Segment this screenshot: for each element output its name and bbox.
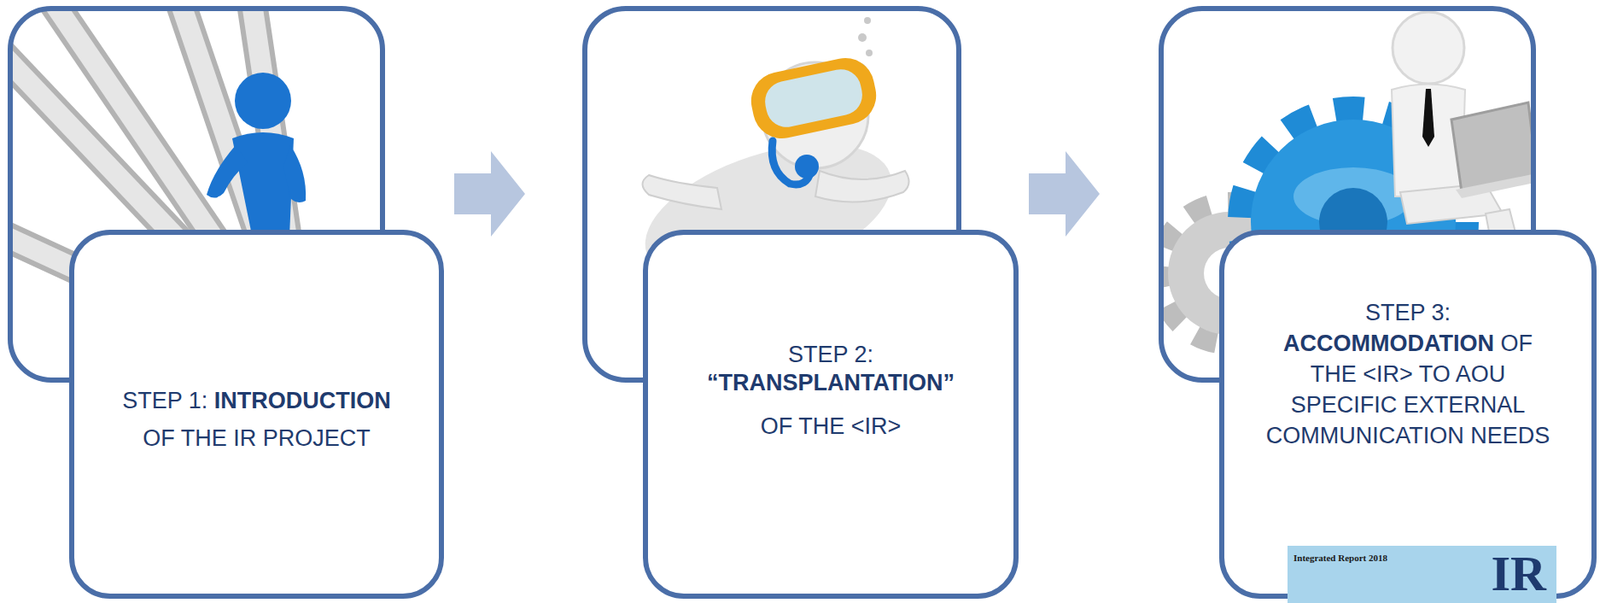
text-line: “TRANSPLANTATION” — [648, 368, 1014, 398]
text-line: THE <IR> TO AOU — [1224, 358, 1592, 390]
text-line: STEP 2: — [648, 340, 1014, 369]
blue-figure-part — [283, 145, 306, 203]
text-line: SPECIFIC EXTERNAL — [1224, 389, 1592, 421]
emphasis: “TRANSPLANTATION” — [706, 369, 955, 396]
diver-arm — [642, 175, 723, 210]
step-box: STEP 2: “TRANSPLANTATION” OF THE <IR> — [642, 229, 1019, 599]
diver-arm — [815, 170, 910, 202]
text-line: COMMUNICATION NEEDS — [1224, 420, 1592, 451]
text-line: ACCOMMODATION OF — [1224, 327, 1592, 359]
bubbles-part — [865, 49, 873, 57]
blue-figure-part — [234, 72, 292, 129]
step-box: STEP 3: ACCOMMODATION OF THE <IR> TO AOU… — [1219, 229, 1597, 599]
step-box: STEP 1: INTRODUCTION OF THE IR PROJECT — [69, 229, 444, 599]
step-text: STEP 3: ACCOMMODATION OF THE <IR> TO AOU… — [1224, 297, 1592, 451]
sitting-figure-part — [1455, 173, 1534, 199]
report-cover-logo: IR — [1491, 548, 1547, 599]
report-cover-title: Integrated Report 2018 — [1293, 552, 1388, 563]
blue-figure-part — [206, 145, 248, 199]
text-line: STEP 1: INTRODUCTION — [74, 381, 439, 420]
bubbles-part — [864, 17, 871, 24]
report-thumbnail: Integrated Report 2018 IR — [1287, 545, 1557, 603]
text-line: OF THE IR PROJECT — [74, 419, 439, 457]
block-arrow — [454, 151, 526, 237]
step-text: STEP 1: INTRODUCTION OF THE IR PROJECT — [74, 381, 439, 457]
step-text: STEP 2: “TRANSPLANTATION” OF THE <IR> — [648, 340, 1014, 441]
emphasis: ACCOMMODATION — [1283, 330, 1495, 357]
sitting-figure-part — [1422, 88, 1435, 147]
block-arrow — [1028, 151, 1100, 237]
mask-glass — [761, 65, 867, 132]
diver-mask — [745, 52, 882, 145]
text-line: OF THE <IR> — [648, 412, 1014, 441]
sitting-figure-part — [1392, 11, 1465, 84]
emphasis: INTRODUCTION — [214, 387, 392, 414]
bubbles-part — [858, 33, 867, 42]
snorkel-mouth — [794, 154, 819, 179]
text-line: STEP 3: — [1224, 297, 1592, 328]
